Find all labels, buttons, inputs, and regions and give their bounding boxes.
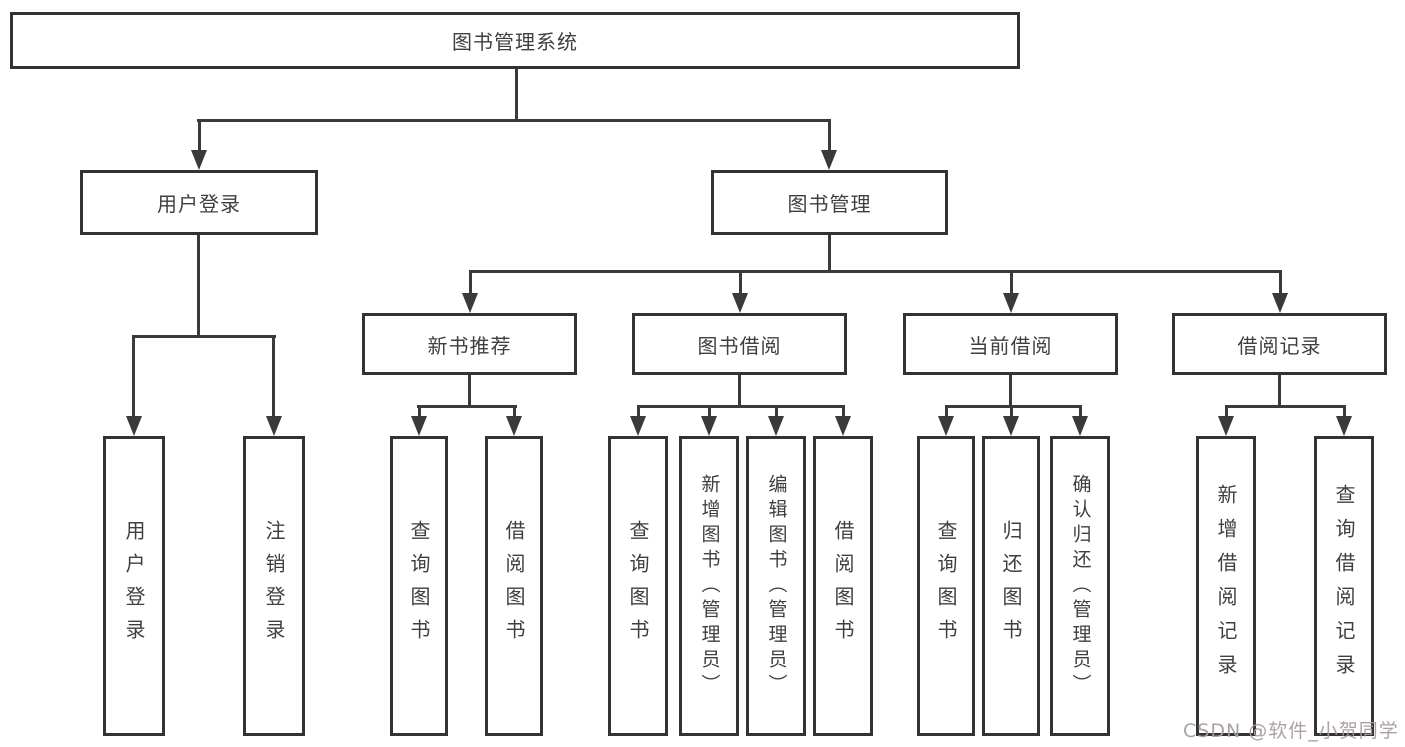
- leaf-edit-book-admin-label: 编辑图书（管理员）: [765, 473, 788, 699]
- leaf-borrow-query-book-label: 查询图书: [626, 520, 650, 652]
- connector-g4-vline: [1278, 375, 1281, 408]
- connector-bookmgmt-shaft: [828, 119, 831, 151]
- arrow-down-icon: [835, 416, 851, 436]
- leaf-return-book: 归还图书: [982, 436, 1040, 736]
- connector-borrowrecord-shaft: [1279, 270, 1282, 293]
- arrow-down-icon: [191, 150, 207, 170]
- connector-leaf-shaft: [1079, 405, 1082, 417]
- connector-leaf-shaft: [775, 405, 778, 417]
- leaf-user-login-label: 用户登录: [122, 520, 146, 652]
- arrow-down-icon: [1003, 416, 1019, 436]
- connector-leaf-shaft: [708, 405, 711, 417]
- leaf-logout: 注销登录: [243, 436, 305, 736]
- connector-newbookrec-shaft: [469, 270, 472, 293]
- connector-userlogin-vline: [197, 235, 200, 338]
- leaf-current-query-book: 查询图书: [917, 436, 975, 736]
- csdn-watermark: CSDN @软件_小贺同学: [1183, 720, 1399, 742]
- arrow-down-icon: [938, 416, 954, 436]
- node-user-login-label: 用户登录: [157, 192, 241, 216]
- leaf-add-borrow-record: 新增借阅记录: [1196, 436, 1256, 736]
- connector-g2-hline: [637, 405, 845, 408]
- leaf-edit-book-admin: 编辑图书（管理员）: [746, 436, 806, 736]
- connector-root-vline: [515, 69, 518, 122]
- arrow-down-icon: [1272, 293, 1288, 313]
- arrow-down-icon: [126, 416, 142, 436]
- connector-level3-hline: [469, 270, 1282, 273]
- connector-leaf-shaft: [1010, 405, 1013, 417]
- connector-leaf-shaft: [1225, 405, 1228, 417]
- leaf-borrow-query-book: 查询图书: [608, 436, 668, 736]
- connector-leaf-shaft: [945, 405, 948, 417]
- leaf-borrow-borrow-book-label: 借阅图书: [831, 520, 855, 652]
- arrow-down-icon: [462, 293, 478, 313]
- node-borrow-record-label: 借阅记录: [1237, 333, 1322, 358]
- connector-g3-vline: [1009, 375, 1012, 408]
- connector-g1-vline: [468, 375, 471, 408]
- connector-userlogin-shaft: [198, 119, 201, 151]
- arrow-down-icon: [506, 416, 522, 436]
- leaf-borrow-borrow-book: 借阅图书: [813, 436, 873, 736]
- node-book-borrow-label: 图书借阅: [697, 333, 782, 358]
- arrow-down-icon: [411, 416, 427, 436]
- node-root-system: 图书管理系统: [10, 12, 1020, 69]
- arrow-down-icon: [768, 416, 784, 436]
- leaf-query-borrow-record-label: 查询借阅记录: [1332, 484, 1356, 688]
- connector-level2-hline: [197, 119, 831, 122]
- arrow-down-icon: [732, 293, 748, 313]
- node-new-book-recommend: 新书推荐: [362, 313, 577, 375]
- node-new-book-recommend-label: 新书推荐: [427, 333, 512, 358]
- arrow-down-icon: [1336, 416, 1352, 436]
- connector-leaf-shaft: [418, 405, 421, 417]
- leaf-add-borrow-record-label: 新增借阅记录: [1214, 484, 1238, 688]
- leaf-logout-label: 注销登录: [262, 520, 286, 652]
- arrow-down-icon: [1218, 416, 1234, 436]
- leaf-user-login: 用户登录: [103, 436, 165, 736]
- leaf-add-book-admin: 新增图书（管理员）: [679, 436, 739, 736]
- connector-g3-hline: [945, 405, 1082, 408]
- leaf-confirm-return-admin: 确认归还（管理员）: [1050, 436, 1110, 736]
- arrow-down-icon: [1072, 416, 1088, 436]
- connector-userlogin-hline: [133, 335, 276, 338]
- arrow-down-icon: [821, 150, 837, 170]
- leaf-recommend-query-book-label: 查询图书: [407, 520, 431, 652]
- connector-g2-vline: [738, 375, 741, 408]
- node-book-management-label: 图书管理: [787, 192, 872, 216]
- connector-leaf-shaft: [513, 405, 516, 417]
- leaf-recommend-borrow-book-label: 借阅图书: [502, 520, 526, 652]
- arrow-down-icon: [266, 416, 282, 436]
- leaf-current-query-book-label: 查询图书: [934, 520, 958, 652]
- connector-bookborrow-shaft: [739, 270, 742, 293]
- node-book-management: 图书管理: [711, 170, 948, 235]
- connector-leaf-shaft: [842, 405, 845, 417]
- node-book-borrow: 图书借阅: [632, 313, 847, 375]
- arrow-down-icon: [701, 416, 717, 436]
- node-user-login: 用户登录: [80, 170, 318, 235]
- leaf-recommend-query-book: 查询图书: [390, 436, 448, 736]
- node-borrow-record: 借阅记录: [1172, 313, 1387, 375]
- node-current-borrow: 当前借阅: [903, 313, 1118, 375]
- arrow-down-icon: [1003, 293, 1019, 313]
- node-root-label: 图书管理系统: [452, 30, 578, 54]
- leaf-query-borrow-record: 查询借阅记录: [1314, 436, 1374, 736]
- leaf-confirm-return-admin-label: 确认归还（管理员）: [1069, 473, 1092, 699]
- connector-currentborrow-shaft: [1010, 270, 1013, 293]
- connector-bookmgmt-vline: [828, 235, 831, 273]
- arrow-down-icon: [630, 416, 646, 436]
- connector-g4-hline: [1225, 405, 1346, 408]
- leaf-add-book-admin-label: 新增图书（管理员）: [698, 473, 721, 699]
- connector-leaf-shaft: [637, 405, 640, 417]
- connector-leaf-shaft: [1343, 405, 1346, 417]
- node-current-borrow-label: 当前借阅: [968, 333, 1053, 358]
- connector-g1-hline: [417, 405, 517, 408]
- leaf-return-book-label: 归还图书: [999, 520, 1023, 652]
- leaf-recommend-borrow-book: 借阅图书: [485, 436, 543, 736]
- connector-leaf-shaft: [132, 335, 135, 416]
- connector-leaf-shaft: [272, 335, 275, 416]
